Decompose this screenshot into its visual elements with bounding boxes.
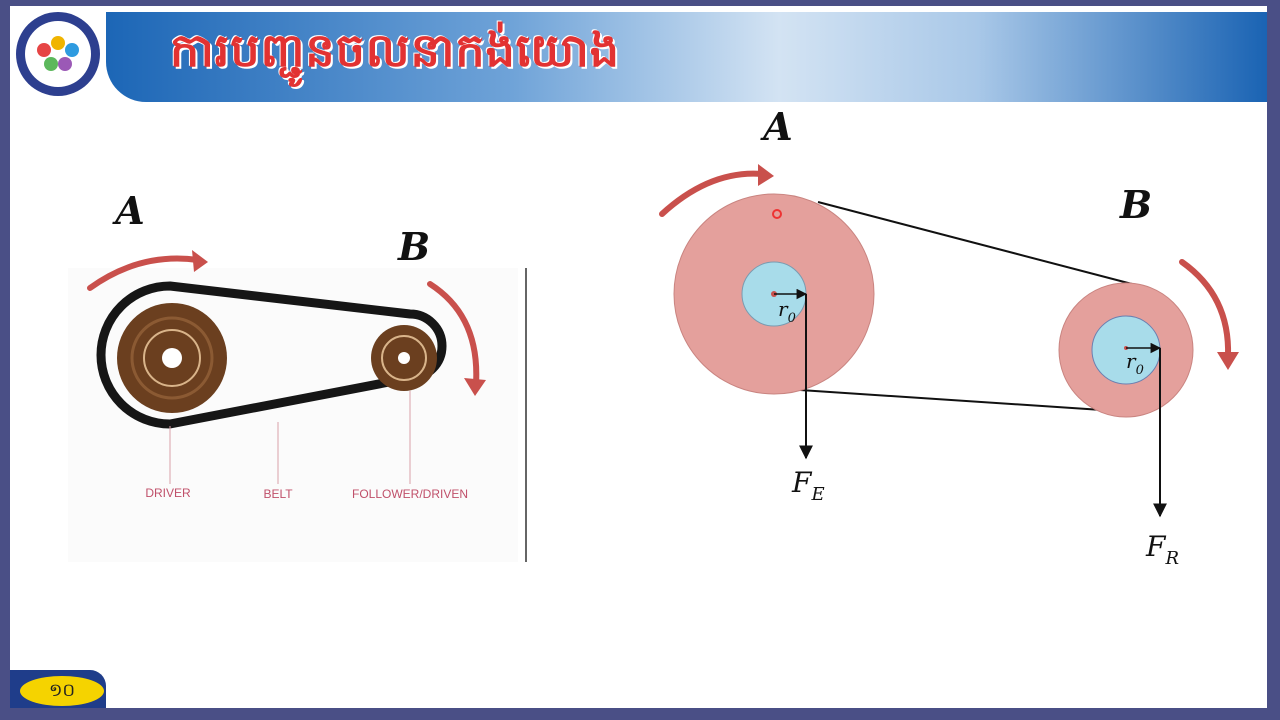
header-banner <box>106 12 1267 102</box>
rotation-arrow-b-right <box>1179 259 1232 359</box>
driver-pulley <box>117 303 227 413</box>
arrow-head-a <box>192 250 208 272</box>
rotation-arrow-b <box>427 281 480 387</box>
belt-bottom-line <box>799 389 1103 411</box>
page-number: ១០ <box>20 676 104 706</box>
caption-follower: FOLLOWER/DRIVEN <box>352 487 468 501</box>
label-b: B <box>397 224 430 269</box>
arrow-head-b <box>464 378 486 396</box>
arrow-head-b-right <box>1217 352 1239 370</box>
driven-pulley <box>371 325 437 391</box>
school-logo <box>16 12 100 96</box>
belt-drive-figure: DRIVER BELT FOLLOWER/DRIVEN A B <box>68 188 527 562</box>
label-b-right: B <box>1119 182 1152 227</box>
pulley-schematic: A B r0 r0 FE FR <box>659 104 1239 569</box>
radius-label-b: r0 <box>1126 349 1144 378</box>
caption-driver: DRIVER <box>145 486 191 500</box>
rotation-arrow-a <box>87 255 201 291</box>
belt <box>96 281 447 429</box>
force-resistance-label: FR <box>1145 530 1179 569</box>
rotation-arrow-a-right <box>659 170 765 217</box>
radius-label-a: r0 <box>778 297 796 326</box>
caption-belt: BELT <box>263 487 293 501</box>
arrow-head-a-right <box>758 164 774 186</box>
label-a: A <box>112 188 144 233</box>
slide-title: ការបញ្ជូនចលនាកង់យោង <box>170 23 620 77</box>
pulley-a-marker <box>772 209 782 219</box>
slide: ការបញ្ជូនចលនាកង់យោង DRIVER BELT FOLLOWER… <box>10 6 1267 708</box>
label-a-right: A <box>760 104 792 149</box>
force-effort-label: FE <box>791 466 825 505</box>
belt-top-line <box>817 201 1133 285</box>
page-number-badge: ១០ <box>10 670 106 708</box>
